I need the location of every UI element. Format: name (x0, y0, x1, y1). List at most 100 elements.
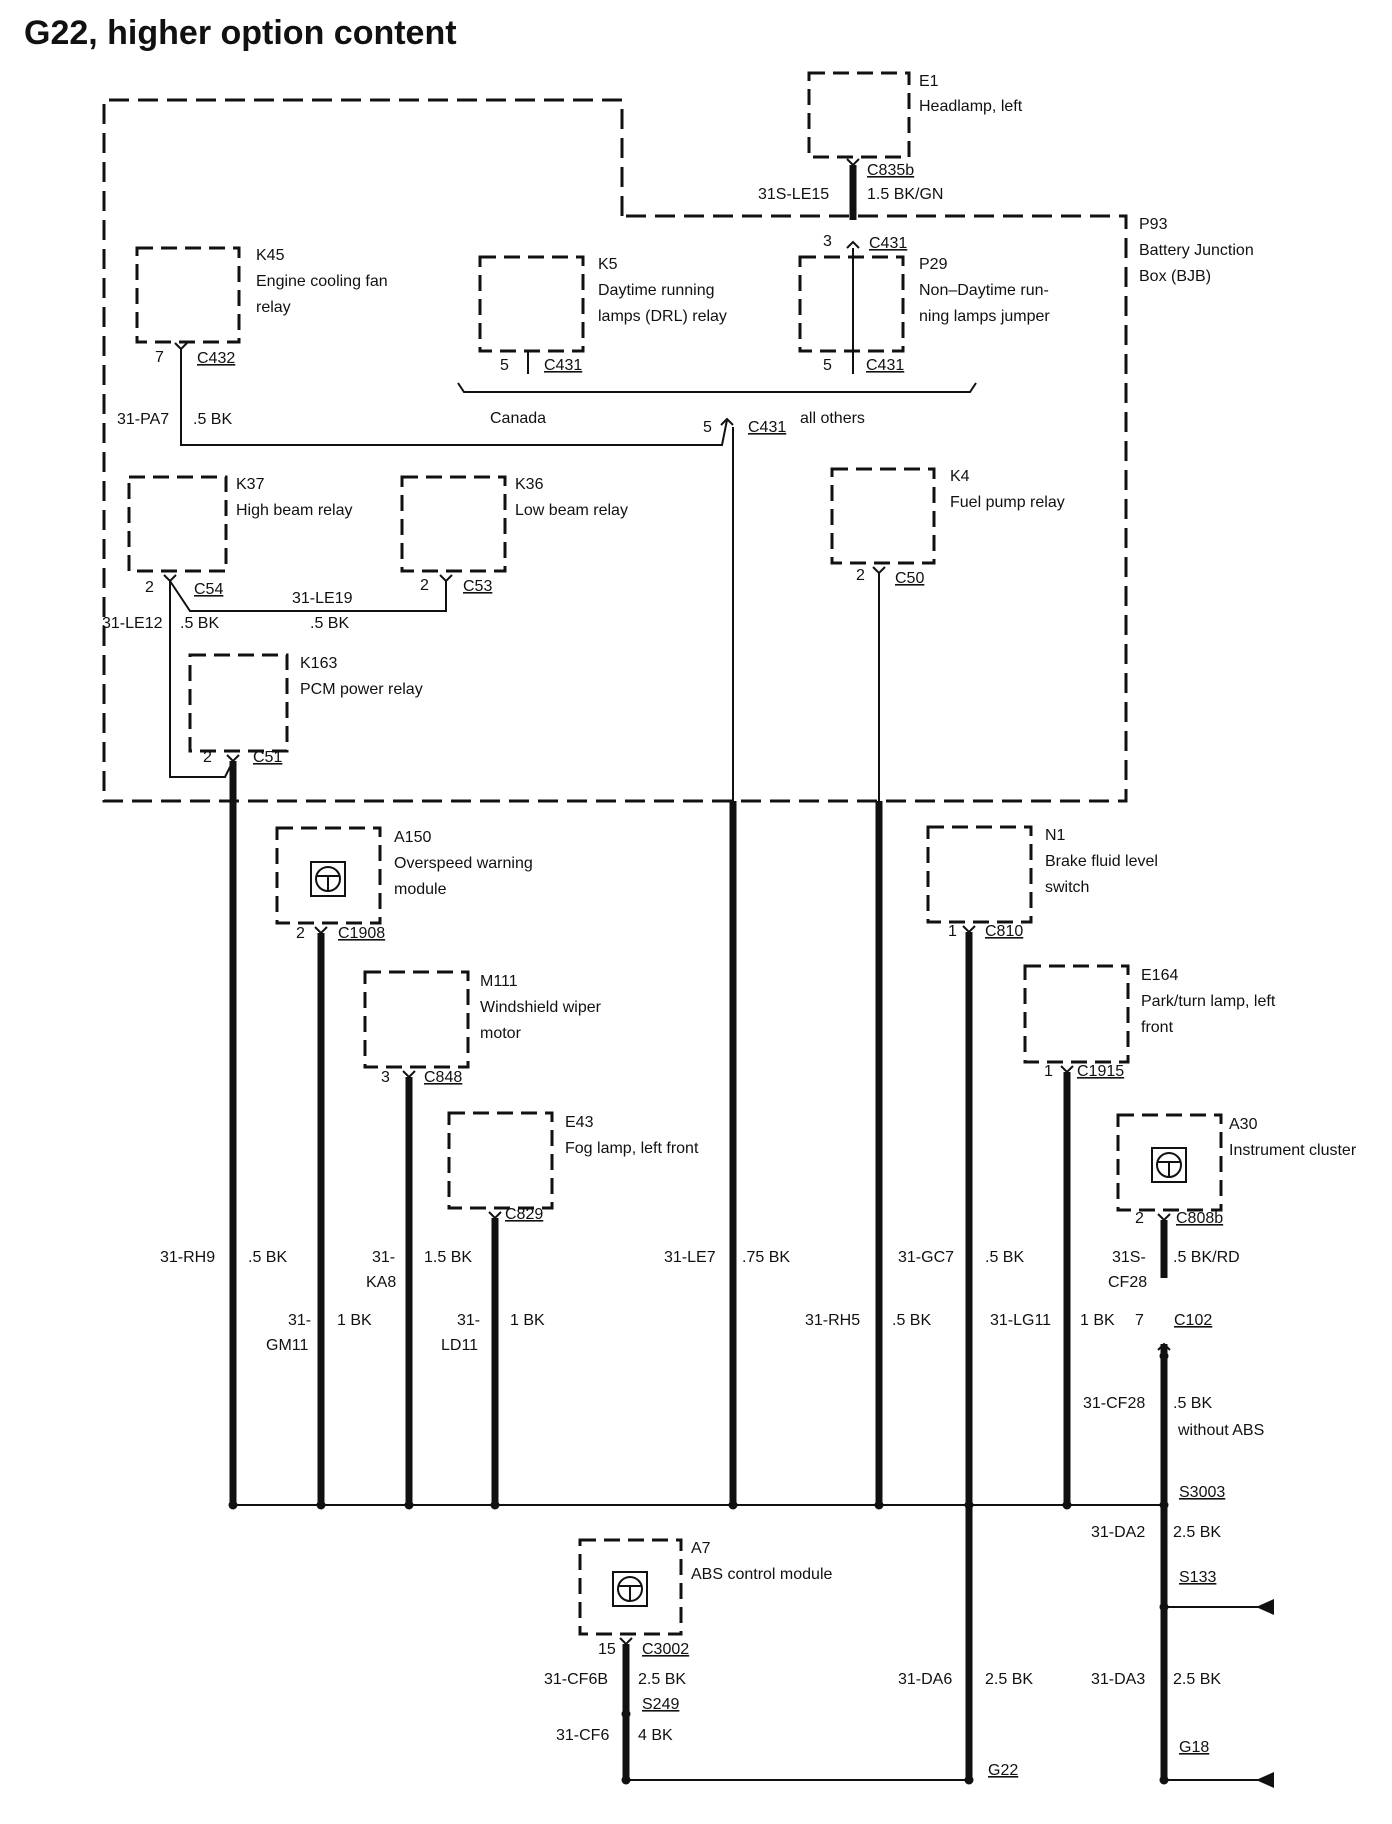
wire-circuit: 31-DA3 (1091, 1671, 1145, 1688)
pin-number: 7 (155, 349, 164, 366)
k4-box[interactable] (830, 467, 936, 565)
wire-circuit: 31-DA6 (898, 1671, 952, 1688)
pin-number: 7 (1135, 1312, 1144, 1329)
wire-spec: 2.5 BK (638, 1671, 686, 1688)
p29-id: P29 (919, 256, 948, 273)
connector-label: C1915 (1077, 1063, 1124, 1080)
n1-line1: Brake fluid level (1045, 853, 1158, 870)
connector-label: C431 (748, 419, 786, 436)
pin-number: 15 (598, 1641, 616, 1658)
connector-label: C808b (1176, 1210, 1223, 1227)
pin-number: 2 (420, 577, 429, 594)
wire-circuit: 31-LE19 (292, 590, 353, 607)
option-canada: Canada (490, 410, 546, 427)
k5-box[interactable] (478, 255, 585, 353)
pin-number: 2 (296, 925, 305, 942)
pin-number: 1 (1044, 1063, 1053, 1080)
a150-line1: Overspeed warning (394, 855, 533, 872)
wire-circuit: LD11 (441, 1337, 478, 1354)
wire-spec: 2.5 BK (1173, 1671, 1221, 1688)
connector-label: C431 (869, 235, 907, 252)
wire-spec: .5 BK (1173, 1395, 1212, 1412)
m111-line1: Windshield wiper (480, 999, 602, 1016)
e43-id: E43 (565, 1114, 594, 1131)
pin-number: 2 (203, 749, 212, 766)
wire-spec: 1 BK (510, 1312, 545, 1329)
wire-circuit: 31-CF6B (544, 1671, 608, 1688)
wire-circuit: 31S-LE15 (758, 186, 829, 203)
m111-box[interactable] (363, 970, 470, 1069)
wire-circuit: 31-LG11 (990, 1312, 1051, 1329)
connector-label: G18 (1179, 1739, 1209, 1756)
a150-id: A150 (394, 829, 431, 846)
a150-line2: module (394, 881, 447, 898)
m111-line2: motor (480, 1025, 522, 1042)
k36-name: Low beam relay (515, 502, 628, 519)
k37-box[interactable] (127, 475, 228, 573)
thin-wires (169, 248, 977, 801)
wire-spec: .5 BK/RD (1173, 1249, 1240, 1266)
wire-circuit: GM11 (266, 1337, 308, 1354)
pin-number: 3 (381, 1069, 390, 1086)
wire-spec: 1.5 BK/GN (867, 186, 943, 203)
k45-box[interactable] (135, 246, 241, 344)
k5-id: K5 (598, 256, 618, 273)
k163-name: PCM power relay (300, 681, 423, 698)
e164-box[interactable] (1023, 964, 1130, 1064)
k45-line2: relay (256, 299, 291, 316)
p29-line1: Non–Daytime run- (919, 282, 1049, 299)
k4-name: Fuel pump relay (950, 494, 1065, 511)
wire-spec: 2.5 BK (985, 1671, 1033, 1688)
e43-box[interactable] (447, 1111, 554, 1210)
pin-number: 5 (703, 419, 712, 436)
wire-circuit: 31-GC7 (898, 1249, 954, 1266)
e1-box[interactable] (807, 71, 911, 159)
a150-box[interactable] (275, 826, 382, 925)
wire-spec: 2.5 BK (1173, 1524, 1221, 1541)
wire-circuit: 31-RH5 (805, 1312, 860, 1329)
n1-id: N1 (1045, 827, 1066, 844)
k36-box[interactable] (400, 475, 507, 573)
a30-box[interactable] (1116, 1113, 1223, 1212)
k37-name: High beam relay (236, 502, 353, 519)
e164-line1: Park/turn lamp, left (1141, 993, 1276, 1010)
wire-spec: .75 BK (742, 1249, 790, 1266)
wire-circuit: 31-RH9 (160, 1249, 215, 1266)
wire-circuit: 31S- (1112, 1249, 1146, 1266)
p93-id: P93 (1139, 216, 1168, 233)
a30-name: Instrument cluster (1229, 1142, 1357, 1159)
wire-spec: .5 BK (310, 615, 349, 632)
e1-name: Headlamp, left (919, 98, 1023, 115)
wire-spec: .5 BK (248, 1249, 287, 1266)
module-icon (1151, 1147, 1187, 1183)
k5-line2: lamps (DRL) relay (598, 308, 727, 325)
a7-box[interactable] (578, 1538, 683, 1636)
ground-arrow-icon (1256, 1772, 1274, 1788)
connector-label: C431 (866, 357, 904, 374)
p29-box[interactable] (798, 255, 905, 353)
a7-name: ABS control module (691, 1566, 833, 1583)
splice-dots (228, 1351, 1169, 1785)
k36-id: K36 (515, 476, 544, 493)
pin-number: 2 (145, 579, 154, 596)
wire-circuit: 31-CF6 (556, 1727, 609, 1744)
p93-line2: Box (BJB) (1139, 268, 1211, 285)
e43-name: Fog lamp, left front (565, 1140, 699, 1157)
connector-label: C810 (985, 923, 1023, 940)
wire-circuit: 31-LE7 (664, 1249, 716, 1266)
n1-box[interactable] (926, 825, 1033, 924)
e164-line2: front (1141, 1019, 1174, 1036)
k45-id: K45 (256, 247, 285, 264)
p93-line1: Battery Junction (1139, 242, 1254, 259)
a30-id: A30 (1229, 1116, 1258, 1133)
wire-spec: .5 BK (193, 411, 232, 428)
wire-spec: 4 BK (638, 1727, 673, 1744)
connector-label: C50 (895, 570, 924, 587)
connector-label: C1908 (338, 925, 385, 942)
wire-circuit: 31-CF28 (1083, 1395, 1145, 1412)
wire-spec: .5 BK (180, 615, 219, 632)
option-all-others: all others (800, 410, 865, 427)
k163-box[interactable] (188, 653, 289, 753)
connector-label: S249 (642, 1696, 679, 1713)
